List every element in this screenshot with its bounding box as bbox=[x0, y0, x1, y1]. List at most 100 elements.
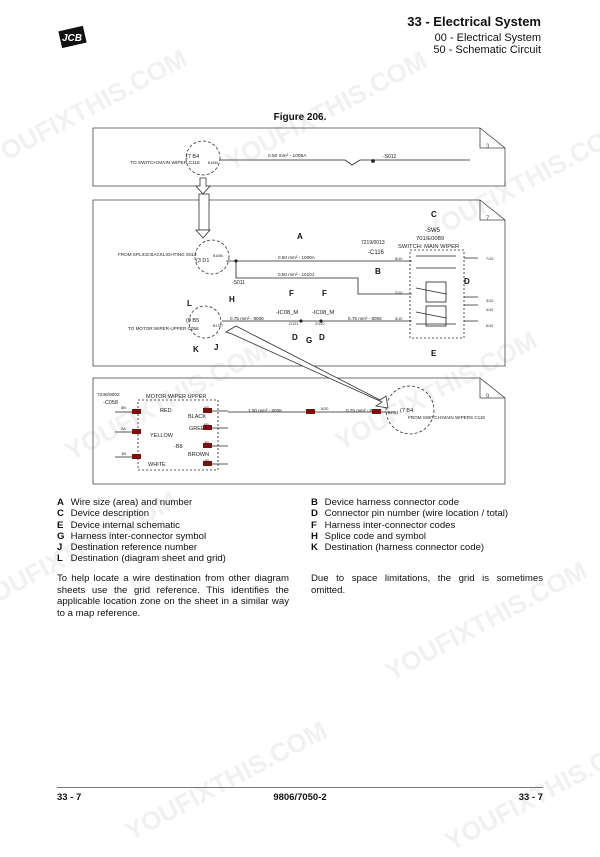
link-arrow bbox=[195, 177, 211, 195]
splice-dot bbox=[234, 259, 238, 263]
sheet-number: 7 bbox=[486, 216, 490, 222]
code: B1050 bbox=[213, 254, 223, 258]
watermark: YOUFIXTHIS.COM bbox=[120, 714, 332, 847]
pin-number: 5B bbox=[204, 405, 209, 410]
pin-number: 7/10 bbox=[486, 257, 493, 261]
legend-item: E Device internal schematic bbox=[57, 519, 180, 531]
pin-number: 3B bbox=[204, 440, 209, 445]
callout-letter: G bbox=[306, 336, 312, 345]
callout-letter: F bbox=[289, 289, 294, 298]
code: B1707 bbox=[213, 324, 223, 328]
pin-number: 4B bbox=[204, 458, 209, 463]
connector-pin bbox=[132, 454, 141, 459]
link-arrow bbox=[195, 229, 211, 239]
switch-contact bbox=[425, 305, 447, 327]
connector-pin bbox=[203, 443, 212, 448]
switch-part: 701/E0089 bbox=[416, 236, 444, 242]
wire-label: 0.75 mm² - 8006 bbox=[346, 408, 380, 413]
watermark: YOUFIXTHIS.COM bbox=[440, 724, 600, 857]
pin-number: 8/10 bbox=[395, 257, 402, 261]
callout-circle bbox=[188, 305, 222, 339]
connector-pin bbox=[203, 425, 212, 430]
legend-item: C Device description bbox=[57, 508, 150, 520]
body-paragraph-left: To help locate a wire destination from o… bbox=[57, 573, 289, 619]
sheet-fold-7 bbox=[479, 200, 505, 221]
subsection-2: 50 - Schematic Circuit bbox=[433, 44, 541, 56]
connector-code: -C058 bbox=[103, 400, 118, 406]
callout-letter: C bbox=[431, 210, 437, 219]
link-arrow bbox=[225, 325, 389, 409]
section-title: 33 - Electrical System bbox=[407, 14, 541, 29]
wire-label: 0.50 mm² - 1009A bbox=[268, 153, 307, 159]
dest-grid: (9 B5 bbox=[186, 318, 199, 324]
connector-pin bbox=[372, 409, 381, 414]
sheet-number: 9 bbox=[486, 394, 490, 400]
footer-page-left: 33 - 7 bbox=[57, 792, 82, 803]
pin-number: 1B bbox=[121, 451, 126, 456]
callout-letter: B bbox=[375, 267, 381, 276]
motor-name: MOTOR:WIPER UPPER bbox=[146, 394, 206, 400]
pin-number: 3/10 bbox=[486, 299, 493, 303]
pin-number: 6/10 bbox=[486, 324, 493, 328]
link-arrow bbox=[198, 193, 210, 231]
pin-number: 5/20 bbox=[321, 407, 328, 411]
switch-name: SWITCH: MAIN WIPER bbox=[398, 244, 459, 250]
wire-color: RED bbox=[160, 408, 172, 414]
dest-desc: TO SWITCH:MAIN WIPER C116 bbox=[130, 160, 200, 166]
wire bbox=[464, 257, 478, 322]
callout-letter: F bbox=[322, 289, 327, 298]
sheet-fold-3 bbox=[479, 128, 505, 149]
pin-number: 5/10 bbox=[395, 317, 402, 321]
splice-dot bbox=[371, 159, 375, 163]
connector-pin bbox=[203, 461, 212, 466]
wire-color: BLACK bbox=[188, 414, 206, 420]
legend-item: K Destination (harness connector code) bbox=[311, 542, 485, 554]
splice-code: -S011 bbox=[232, 280, 245, 286]
legend-item: A Wire size (area) and number bbox=[57, 497, 193, 508]
splice-grid: (3 D1 bbox=[196, 258, 209, 264]
inter-connector-code: -IC08_M bbox=[312, 310, 334, 316]
wire-color: YELLOW bbox=[150, 433, 174, 439]
figure-caption: Figure 206. bbox=[273, 112, 327, 123]
sheet-frame-3 bbox=[92, 127, 506, 187]
legend-item: B Device harness connector code bbox=[311, 497, 460, 508]
callout-letter: D bbox=[292, 333, 298, 342]
wire-label: 0.50 mm² - 1009A bbox=[278, 255, 316, 260]
legend-item: D Connector pin number (wire location / … bbox=[311, 508, 509, 520]
switch-internal bbox=[415, 255, 456, 325]
wire-label: 0.75 mm² - 8006 bbox=[348, 316, 382, 321]
callout-letter: E bbox=[431, 349, 437, 358]
switch-code: -SW5 bbox=[425, 228, 441, 234]
code: B1783 bbox=[388, 411, 398, 415]
schematic-diagram: 3 7 9 (7 B4 TO SWITCH:MAIN WIPER C116 B1… bbox=[92, 127, 506, 485]
pin-number: 8B bbox=[121, 405, 126, 410]
dest-ref: (7 B4 bbox=[400, 408, 413, 414]
legend-item: F Harness inter-connector codes bbox=[311, 519, 456, 531]
callout-circle bbox=[194, 239, 230, 275]
section-subtitle: 00 - Electrical System 50 - Schematic Ci… bbox=[433, 32, 541, 56]
callout-letter: D bbox=[464, 277, 470, 286]
pin-number: 2/121 bbox=[289, 322, 299, 326]
footer-page-right: 33 - 7 bbox=[518, 792, 543, 803]
pin-number: 2A bbox=[121, 426, 126, 431]
connector-pin bbox=[306, 409, 315, 414]
sheet-fold-9 bbox=[479, 378, 505, 399]
wire bbox=[220, 159, 470, 166]
legend-item: J Destination reference number bbox=[57, 542, 198, 554]
wire-label: 0.75 mm² - 8006 bbox=[230, 316, 264, 321]
legend-item: L Destination (diagram sheet and grid) bbox=[57, 553, 226, 565]
callout-letter: H bbox=[229, 295, 235, 304]
callout-letter: D bbox=[319, 333, 325, 342]
wire-label: 0.50 mm² - 1010J bbox=[278, 272, 314, 277]
device-code: 7236/0002 bbox=[97, 392, 120, 398]
jcb-logo: JCB bbox=[58, 26, 87, 48]
sheet-frame-7 bbox=[92, 199, 506, 367]
connector-code: -C116 bbox=[368, 250, 385, 256]
connector-dot bbox=[319, 319, 323, 323]
wire bbox=[115, 410, 228, 465]
motor-code: -B8 bbox=[174, 444, 183, 450]
switch-contact bbox=[425, 281, 447, 303]
wire-color: BROWN bbox=[188, 452, 209, 458]
wire-color: WHITE bbox=[148, 462, 166, 468]
connector-pin bbox=[132, 409, 141, 414]
